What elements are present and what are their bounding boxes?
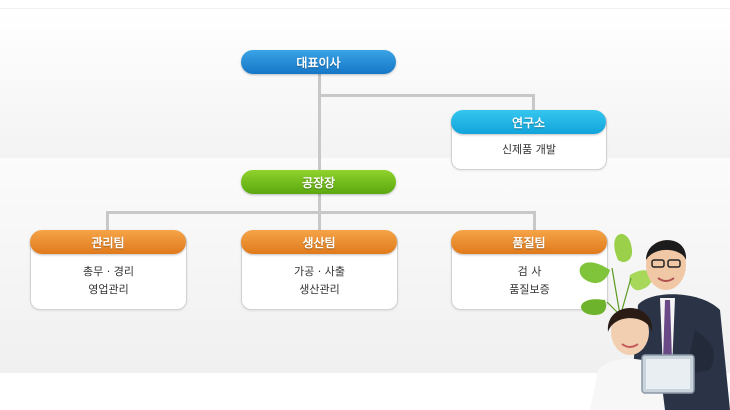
team-production-line-1: 가공 · 사출: [294, 265, 345, 278]
connector-ceo-vertical: [318, 74, 321, 172]
connector-teams-horizontal: [106, 211, 536, 214]
connector-team-1-vertical: [106, 211, 109, 231]
team-quality-line-2: 품질보증: [509, 283, 550, 296]
team-quality-line-1: 검 사: [517, 265, 542, 278]
team-node-admin: 관리팀: [30, 230, 186, 254]
connector-team-2-vertical: [318, 211, 321, 231]
ceo-node: 대표이사: [241, 50, 396, 74]
woman-figure: [590, 308, 695, 410]
team-quality-description: 검 사 품질보증: [452, 263, 607, 299]
factory-node: 공장장: [241, 170, 396, 194]
team-admin-line-2: 영업관리: [88, 283, 129, 296]
team-admin-line-1: 총무 · 경리: [83, 265, 134, 278]
background-band-top: [0, 8, 730, 159]
lab-node: 연구소: [451, 110, 606, 134]
connector-lab-horizontal: [318, 94, 535, 97]
team-node-production: 생산팀: [241, 230, 397, 254]
team-production-description: 가공 · 사출 생산관리: [242, 263, 397, 299]
lab-description: 신제품 개발: [452, 141, 606, 159]
team-production-line-2: 생산관리: [299, 283, 340, 296]
lab-line-1: 신제품 개발: [501, 143, 557, 156]
connector-lab-vertical: [532, 94, 535, 110]
connector-factory-vertical: [318, 194, 321, 214]
leaf-icon: [579, 233, 653, 316]
team-node-quality: 품질팀: [451, 230, 607, 254]
team-admin-description: 총무 · 경리 영업관리: [31, 263, 186, 299]
connector-team-3-vertical: [533, 211, 536, 231]
business-people-illustration: [579, 233, 730, 410]
